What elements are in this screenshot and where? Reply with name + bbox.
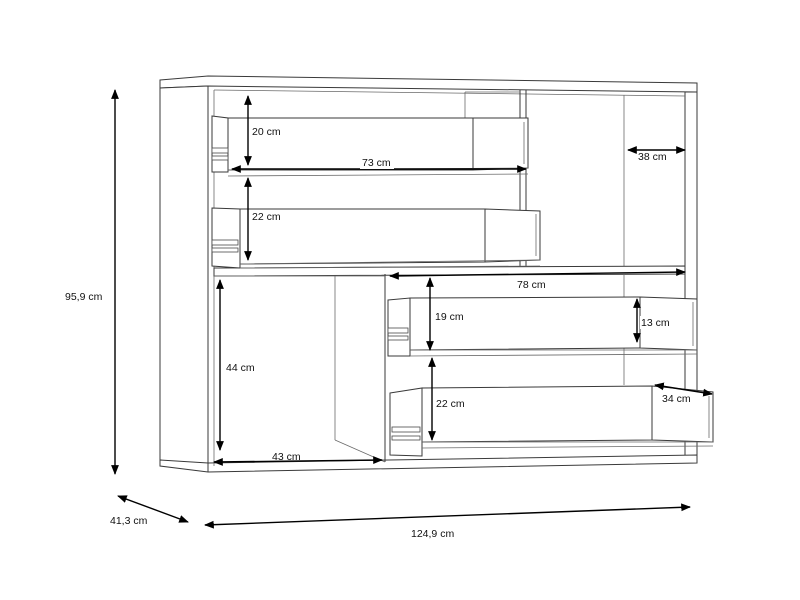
drawer-right-bottom-height-label: 22 cm [436,398,465,410]
depth-dim-line [117,495,189,523]
drawer-right-bottom-depth-label: 34 cm [662,393,691,405]
drawer-top-height-label: 20 cm [252,126,281,138]
drawer-right-top-height-label: 19 cm [435,311,464,323]
drawer-second-height-label: 22 cm [252,211,281,223]
left-side-panel [159,85,209,471]
drawer-right-top-side-label: 13 cm [641,317,670,329]
upper-drawer-2 [211,207,541,269]
right-section-width-label: 78 cm [517,279,546,291]
left-cabinet-width-label: 43 cm [272,451,301,463]
dimension-lines [111,89,713,529]
bottom-plinth [159,454,698,473]
upper-drawer-1 [211,115,529,177]
dimension-labels: 95,9 cm 41,3 cm 124,9 cm 20 cm 73 cm 38 … [65,125,691,540]
width-label: 124,9 cm [411,528,454,540]
left-cabinet-height-label: 44 cm [226,362,255,374]
width-dim-line [204,503,691,529]
right-drawer-2 [389,385,714,457]
height-label: 95,9 cm [65,291,103,303]
drawer-top-width-label: 73 cm [362,157,391,169]
depth-label: 41,3 cm [110,515,148,527]
top-panel [159,75,698,93]
open-shelf-depth-label: 38 cm [638,151,667,163]
